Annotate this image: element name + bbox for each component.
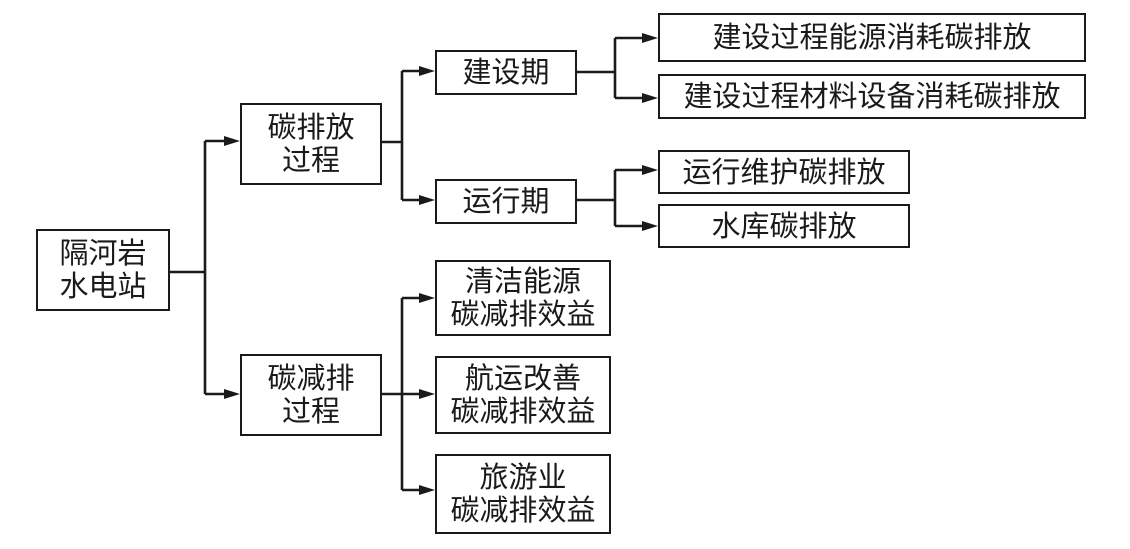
root-connector	[170, 139, 226, 396]
construction-period-label: 建设期	[462, 55, 550, 89]
operation-connector	[577, 168, 644, 228]
clean-energy-node: 清洁能源 碳减排效益	[435, 260, 611, 336]
reduction-arrowhead	[419, 293, 435, 303]
clean-energy-line1: 清洁能源	[464, 264, 581, 298]
construction-arrowhead	[642, 93, 658, 103]
operation-arrowhead	[642, 221, 658, 231]
construction-energy-node: 建设过程能源消耗碳排放	[658, 13, 1086, 62]
operation-period-label: 运行期	[462, 184, 550, 218]
shipping-node: 航运改善 碳减排效益	[435, 356, 611, 434]
root-node-line2: 水电站	[59, 269, 147, 303]
shipping-line1: 航运改善	[464, 361, 581, 395]
construction-material-node: 建设过程材料设备消耗碳排放	[658, 74, 1086, 119]
root-node: 隔河岩 水电站	[36, 229, 170, 311]
reservoir-label: 水库碳排放	[711, 208, 857, 243]
root-node-line1: 隔河岩	[59, 236, 147, 270]
operation-maintenance-node: 运行维护碳排放	[658, 150, 910, 194]
reservoir-node: 水库碳排放	[658, 204, 910, 248]
operation-maintenance-label: 运行维护碳排放	[682, 154, 886, 189]
emission-process-line2: 过程	[281, 143, 340, 177]
reduction-arrowhead	[419, 389, 435, 399]
clean-energy-line2: 碳减排效益	[450, 297, 596, 331]
operation-period-node: 运行期	[435, 179, 577, 224]
root-arrowhead	[224, 136, 240, 146]
construction-period-node: 建设期	[435, 50, 577, 95]
emission-process-line1: 碳排放	[267, 110, 355, 144]
emission-process-node: 碳排放 过程	[240, 103, 382, 185]
shipping-line2: 碳减排效益	[450, 394, 596, 428]
emission-arrowhead	[419, 66, 435, 76]
reduction-arrowhead	[419, 485, 435, 495]
construction-arrowhead	[642, 33, 658, 43]
reduction-process-line1: 碳减排	[267, 361, 355, 395]
construction-energy-label: 建设过程能源消耗碳排放	[712, 20, 1032, 54]
reduction-connector	[382, 296, 421, 492]
tourism-line2: 碳减排效益	[450, 493, 596, 527]
emission-arrowhead	[419, 195, 435, 205]
construction-connector	[577, 36, 644, 100]
construction-material-label: 建设过程材料设备消耗碳排放	[683, 79, 1061, 113]
emission-connector	[382, 69, 421, 202]
reduction-process-node: 碳减排 过程	[240, 354, 382, 436]
tourism-line1: 旅游业	[479, 460, 567, 494]
tourism-node: 旅游业 碳减排效益	[435, 454, 611, 534]
reduction-process-line2: 过程	[281, 394, 340, 428]
operation-arrowhead	[642, 165, 658, 175]
root-arrowhead	[224, 389, 240, 399]
